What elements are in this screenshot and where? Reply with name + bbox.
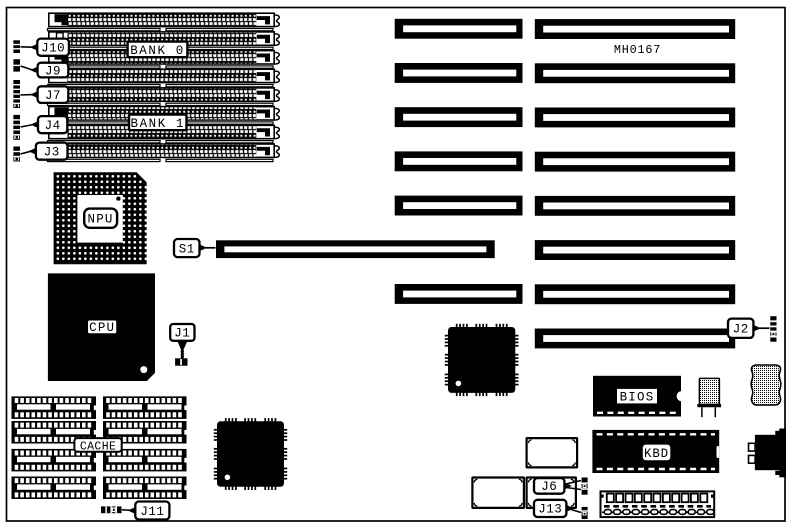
- svg-text:S1: S1: [179, 242, 195, 256]
- svg-text:J2: J2: [733, 323, 749, 337]
- svg-text:BIOS: BIOS: [620, 390, 655, 404]
- svg-text:J6: J6: [541, 480, 557, 494]
- svg-text:MH0167: MH0167: [614, 43, 661, 57]
- svg-text:BANK 0: BANK 0: [130, 44, 185, 58]
- svg-text:J10: J10: [41, 42, 65, 56]
- svg-text:BANK 1: BANK 1: [130, 117, 185, 131]
- svg-text:KBD: KBD: [644, 447, 669, 461]
- svg-text:J13: J13: [538, 503, 562, 517]
- svg-text:CACHE: CACHE: [80, 440, 117, 453]
- svg-text:J7: J7: [45, 89, 61, 103]
- svg-text:CPU: CPU: [89, 321, 115, 335]
- svg-text:NPU: NPU: [88, 213, 114, 227]
- svg-text:J1: J1: [174, 327, 190, 341]
- svg-text:J3: J3: [44, 146, 60, 160]
- svg-text:J11: J11: [140, 505, 164, 519]
- svg-text:J9: J9: [45, 64, 61, 78]
- svg-text:J4: J4: [45, 119, 61, 133]
